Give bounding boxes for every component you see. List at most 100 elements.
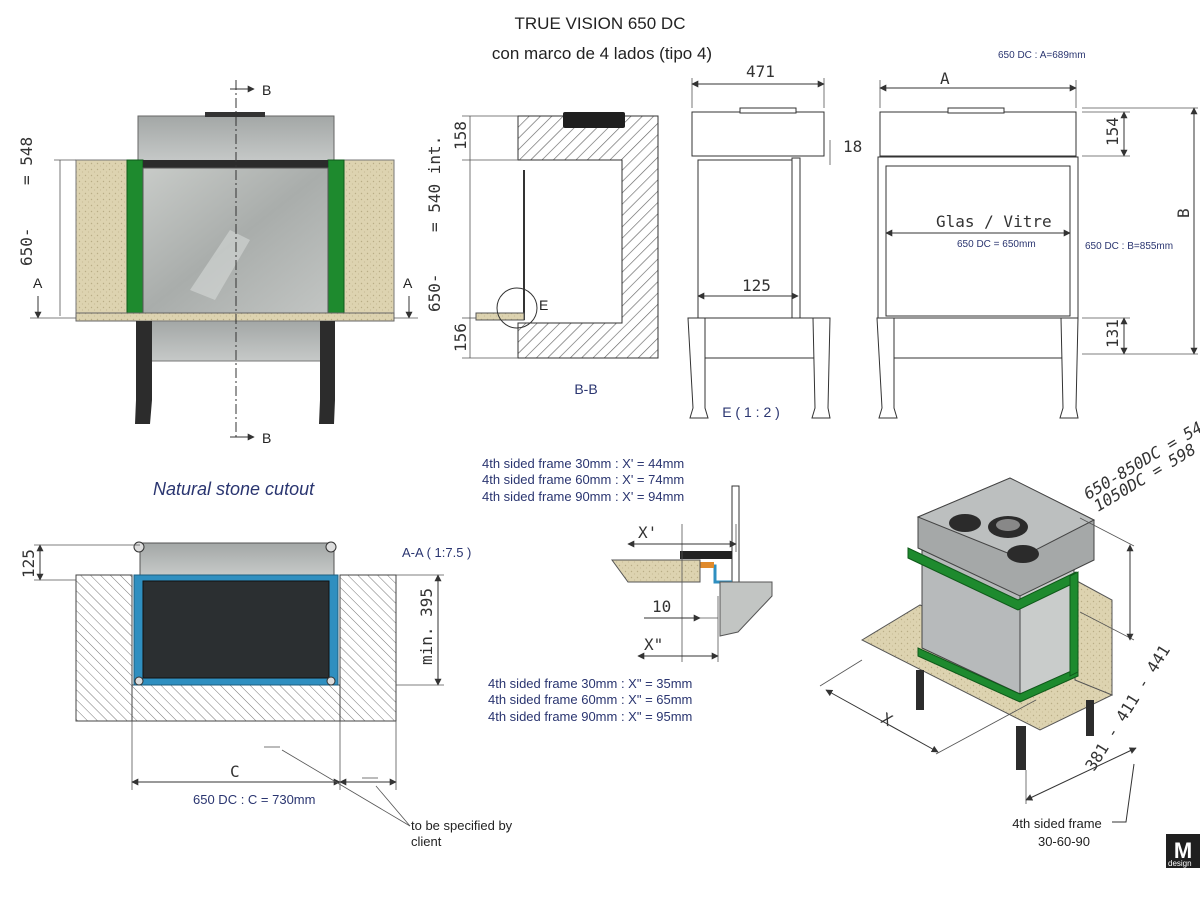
iso-hole-front (1007, 545, 1039, 563)
section-label-bottom: B (262, 430, 271, 446)
title-line1: TRUE VISION 650 DC (515, 14, 686, 33)
elev-glass-label: Glas / Vitre (936, 212, 1052, 231)
frame-note-line1: 4th sided frame (1012, 816, 1102, 831)
elev-leg-right (1059, 317, 1079, 419)
iso-leg-1 (916, 670, 924, 710)
elev-dim-154: 154 (1103, 117, 1122, 146)
x1-note-line3: 4th sided frame 90mm : X' = 94mm (482, 489, 684, 504)
cutout-dim-125: 125 (19, 549, 38, 578)
cutout-dim-c: C (230, 762, 240, 781)
detail-seal (700, 564, 732, 584)
side-top-body (691, 111, 825, 157)
detail-frame-plate (731, 485, 740, 583)
front-dim-548: = 548 (17, 137, 36, 185)
x2-note-line2: 4th sided frame 60mm : X" = 65mm (488, 692, 692, 707)
detail-gasket (700, 562, 714, 568)
side-top-collar (739, 107, 797, 114)
x1-note-line2: 4th sided frame 60mm : X' = 74mm (482, 472, 684, 487)
elev-dim-131: 131 (1103, 319, 1122, 348)
marker-a-right: A (403, 275, 413, 291)
stone-cutout-heading: Natural stone cutout (153, 479, 315, 499)
section-hatched-wall (517, 115, 659, 359)
frame-note-line2: 30-60-90 (1038, 834, 1090, 849)
side-view: 471 18 125 E ( 1 : 2 ) (687, 62, 862, 420)
side-dim-18: 18 (843, 137, 862, 156)
iso-ext-x-left (819, 659, 863, 687)
section-bb: E 158 = 540 int. 650- 156 B-B (425, 112, 659, 397)
cutout-dim-395: min. 395 (417, 588, 436, 665)
flue-collar (205, 112, 265, 117)
front-leg-right (319, 321, 335, 424)
elev-glass-note: 650 DC = 650mm (957, 239, 1036, 250)
iso-green-frame-side (1069, 571, 1079, 677)
iso-side-stone (1074, 579, 1113, 696)
detail-x1-label: X' (638, 523, 657, 542)
iso-ext-x-right (935, 699, 1037, 755)
front-view: B B A A = 548 650- (17, 80, 418, 446)
section-dim-650: 650- (425, 273, 444, 312)
section-dim-158: 158 (451, 121, 470, 150)
section-caption: B-B (574, 381, 597, 397)
cutout-top-body (139, 542, 335, 576)
elev-top-collar (947, 107, 1005, 114)
section-dim-156: 156 (451, 323, 470, 352)
client-note-line1: to be specified by (411, 818, 513, 833)
elev-note-a: 650 DC : A=689mm (998, 50, 1086, 61)
side-dim-125: 125 (742, 276, 771, 295)
elev-leg-left (876, 317, 898, 419)
client-leader-1 (281, 749, 411, 827)
glass-reflection (190, 230, 250, 300)
detail-x2-label: X" (644, 635, 663, 654)
side-lower-body (696, 317, 828, 359)
stone-block-left (75, 574, 133, 722)
stone-block-bottom (131, 684, 341, 722)
client-note-line2: client (411, 834, 442, 849)
stone-cutout-section: Natural stone cutout 125 A-A ( 1:7.5 ) m… (19, 479, 513, 849)
cutout-glass (142, 580, 330, 679)
iso-leg-3 (1086, 700, 1094, 736)
green-frame-left (126, 159, 144, 314)
iso-dim-legs-line (1025, 747, 1137, 801)
logo-mark: M (1174, 838, 1192, 863)
client-leader-2 (375, 785, 411, 827)
detail-e-label: E (539, 297, 548, 313)
elev-dim-b: B (1174, 208, 1193, 218)
x1-note-line1: 4th sided frame 30mm : X' = 44mm (482, 456, 684, 471)
title-line2: con marco de 4 lados (tipo 4) (492, 44, 712, 63)
iso-ext-mid (1079, 611, 1135, 641)
front-elevation: A 650 DC : A=689mm Glas / Vitre 650 DC =… (876, 50, 1198, 419)
elev-glass (885, 165, 1071, 317)
title-block: TRUE VISION 650 DC con marco de 4 lados … (492, 14, 712, 63)
iso-flue-inner (996, 519, 1020, 531)
cutout-roller-tr (325, 541, 337, 553)
elev-dim-a: A (940, 69, 950, 88)
logo-text: design (1168, 859, 1192, 868)
x2-note-line3: 4th sided frame 90mm : X" = 95mm (488, 709, 692, 724)
iso-green-frame-bottom (917, 647, 1079, 703)
elev-top-body (879, 111, 1077, 157)
detail-e-circle (496, 287, 538, 329)
iso-view: X 381 - 411 - 441 650-850DC = 548 ext. 1… (819, 388, 1200, 849)
logo: M design (1166, 834, 1200, 868)
iso-leg-2 (1016, 726, 1026, 770)
front-leg-left (135, 321, 152, 424)
side-main-body (697, 159, 799, 319)
cutout-section-caption: A-A ( 1:7.5 ) (402, 545, 471, 560)
cutout-roller-bl (134, 676, 144, 686)
frame-detail: 4th sided frame 30mm : X' = 44mm 4th sid… (482, 456, 773, 724)
side-leg-right (811, 317, 831, 419)
cutout-note-c: 650 DC : C = 730mm (193, 792, 315, 807)
green-frame-right (327, 159, 345, 314)
detail-frame-bar (680, 551, 732, 559)
section-label-top: B (262, 82, 271, 98)
detail-stone (611, 559, 701, 583)
section-dim-540: = 540 int. (425, 136, 444, 232)
frame-note-leader (1112, 763, 1135, 823)
stone-block-right (339, 574, 397, 722)
side-leg-left (687, 317, 709, 419)
cutout-roller-tl (133, 541, 145, 553)
elev-note-b: 650 DC : B=855mm (1085, 241, 1173, 252)
hearth-ledge (75, 312, 395, 322)
cutout-roller-br (326, 676, 336, 686)
